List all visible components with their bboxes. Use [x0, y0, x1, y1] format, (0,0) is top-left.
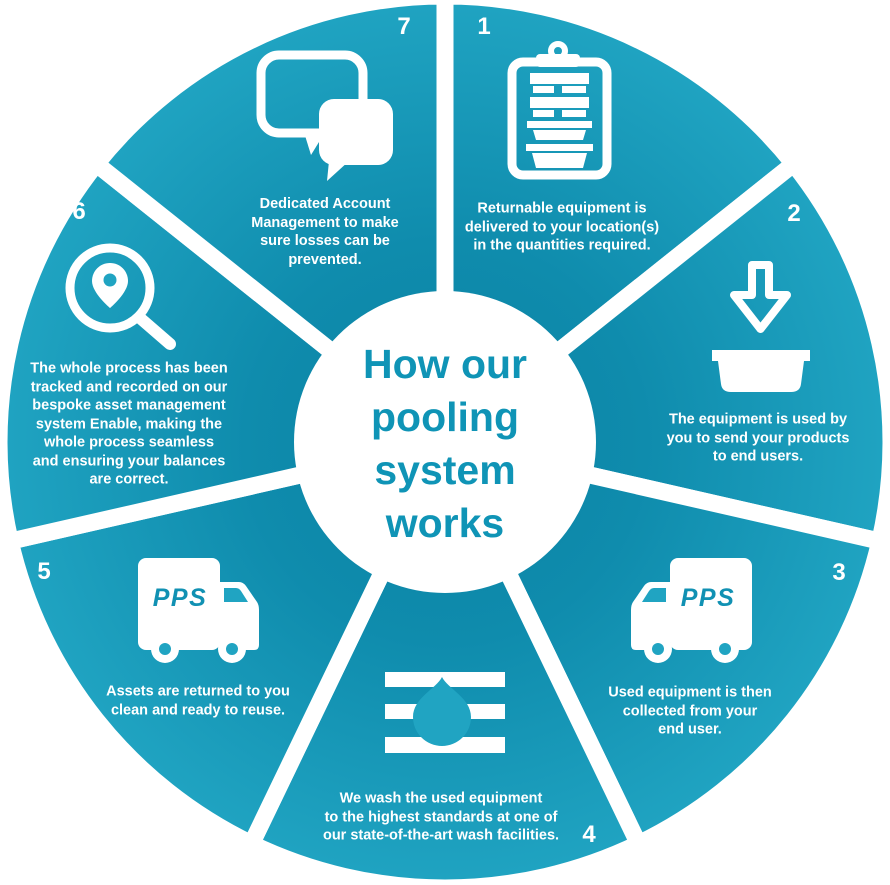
magnifier-lens: [65, 243, 155, 333]
wash-facility-icon: [385, 672, 505, 753]
arrow-into-tray-icon: [712, 261, 810, 392]
down-arrow: [730, 261, 791, 333]
center-circle: [294, 291, 596, 593]
speech-bubbles-icon: [256, 50, 393, 181]
speech-bubble-solid: [319, 99, 393, 165]
pps-truck-label: PPS: [681, 584, 736, 612]
segment-7-number: 7: [397, 13, 411, 40]
magnifier-location-icon: [65, 243, 176, 350]
clipboard-board: [507, 57, 612, 180]
location-pin-hole: [103, 273, 117, 287]
speech-bubble-solid-tail: [327, 161, 349, 181]
clipboard-stacked-crates-icon: [507, 41, 612, 180]
segment-6-number: 6: [72, 198, 86, 225]
segment-4-number: 4: [582, 821, 596, 848]
tray-body: [718, 361, 804, 392]
wash-bar: [385, 672, 505, 687]
tray-lip: [712, 350, 810, 361]
water-droplet: [413, 677, 471, 746]
pps-truck-label: PPS: [153, 584, 208, 612]
segment-2-number: 2: [787, 200, 801, 227]
segment-4-wedge: [243, 433, 647, 885]
magnifier-handle: [134, 312, 176, 350]
segment-3-number: 3: [832, 559, 846, 586]
segment-5-number: 5: [37, 558, 51, 585]
clipboard-crates: [526, 73, 593, 168]
segment-1-number: 1: [477, 13, 491, 40]
